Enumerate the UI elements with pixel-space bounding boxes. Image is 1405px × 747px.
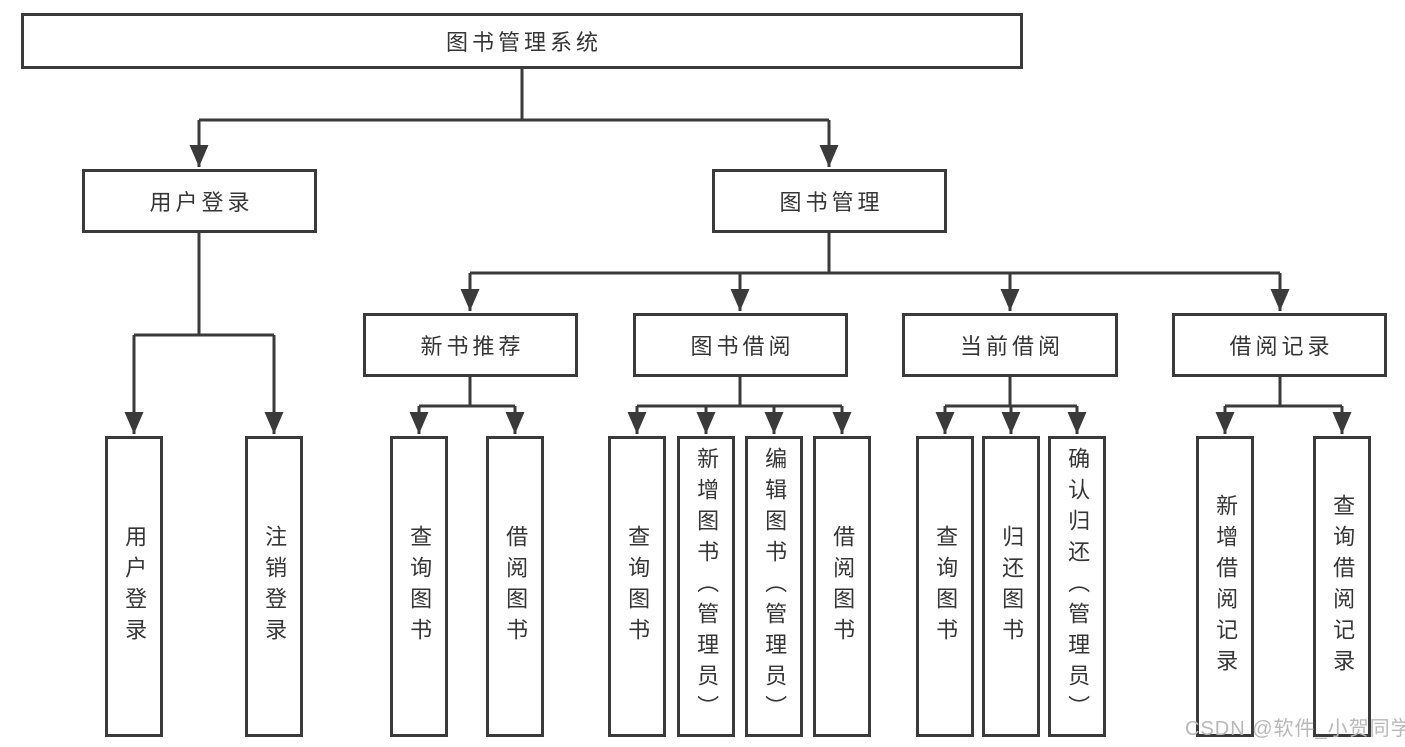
leaf-nb-borrow-book: 借阅图书 <box>486 436 544 737</box>
leaf-cb-confirm-return-admin: 确认归还（管理员） <box>1048 436 1106 737</box>
node-book-management-label: 图书管理 <box>779 190 884 215</box>
leaf-cb-query-book-label: 查询图书 <box>933 524 959 649</box>
leaf-logout-label: 注销登录 <box>262 524 288 649</box>
node-user-login: 用户登录 <box>82 169 317 233</box>
leaf-nb-borrow-book-label: 借阅图书 <box>503 524 529 649</box>
leaf-logout: 注销登录 <box>245 436 303 737</box>
leaf-cb-return-book-label: 归还图书 <box>999 524 1025 649</box>
node-book-borrow: 图书借阅 <box>633 313 848 377</box>
leaf-br-query-record: 查询借阅记录 <box>1313 436 1371 737</box>
leaf-nb-query-book: 查询图书 <box>390 436 448 737</box>
leaf-nb-query-book-label: 查询图书 <box>407 524 433 649</box>
node-book-management: 图书管理 <box>712 169 947 233</box>
leaf-bb-borrow-book-label: 借阅图书 <box>830 524 856 649</box>
leaf-bb-query-book-label: 查询图书 <box>625 524 651 649</box>
node-user-login-label: 用户登录 <box>149 190 254 215</box>
node-current-borrow-label: 当前借阅 <box>959 334 1064 359</box>
leaf-user-login: 用户登录 <box>105 436 163 737</box>
leaf-cb-confirm-return-admin-label: 确认归还（管理员） <box>1065 447 1091 726</box>
node-borrow-records-label: 借阅记录 <box>1229 334 1334 359</box>
leaf-bb-borrow-book: 借阅图书 <box>813 436 871 737</box>
leaf-bb-edit-book-admin-label: 编辑图书（管理员） <box>762 447 788 726</box>
leaf-cb-return-book: 归还图书 <box>982 436 1040 737</box>
node-current-borrow: 当前借阅 <box>902 313 1118 377</box>
leaf-user-login-label: 用户登录 <box>122 524 148 649</box>
watermark: CSDN @软件_小贺同学 <box>1185 718 1405 740</box>
leaf-br-query-record-label: 查询借阅记录 <box>1330 493 1356 680</box>
node-root-label: 图书管理系统 <box>445 30 602 55</box>
node-book-borrow-label: 图书借阅 <box>690 334 795 359</box>
leaf-cb-query-book: 查询图书 <box>916 436 974 737</box>
leaf-br-add-record: 新增借阅记录 <box>1196 436 1254 737</box>
leaf-br-add-record-label: 新增借阅记录 <box>1213 493 1239 680</box>
node-root: 图书管理系统 <box>21 13 1023 69</box>
leaf-bb-edit-book-admin: 编辑图书（管理员） <box>745 436 803 737</box>
node-new-book-recommend: 新书推荐 <box>363 313 578 377</box>
leaf-bb-query-book: 查询图书 <box>608 436 666 737</box>
node-borrow-records: 借阅记录 <box>1172 313 1387 377</box>
leaf-bb-add-book-admin-label: 新增图书（管理员） <box>694 447 720 726</box>
leaf-bb-add-book-admin: 新增图书（管理员） <box>677 436 735 737</box>
node-new-book-recommend-label: 新书推荐 <box>420 334 525 359</box>
